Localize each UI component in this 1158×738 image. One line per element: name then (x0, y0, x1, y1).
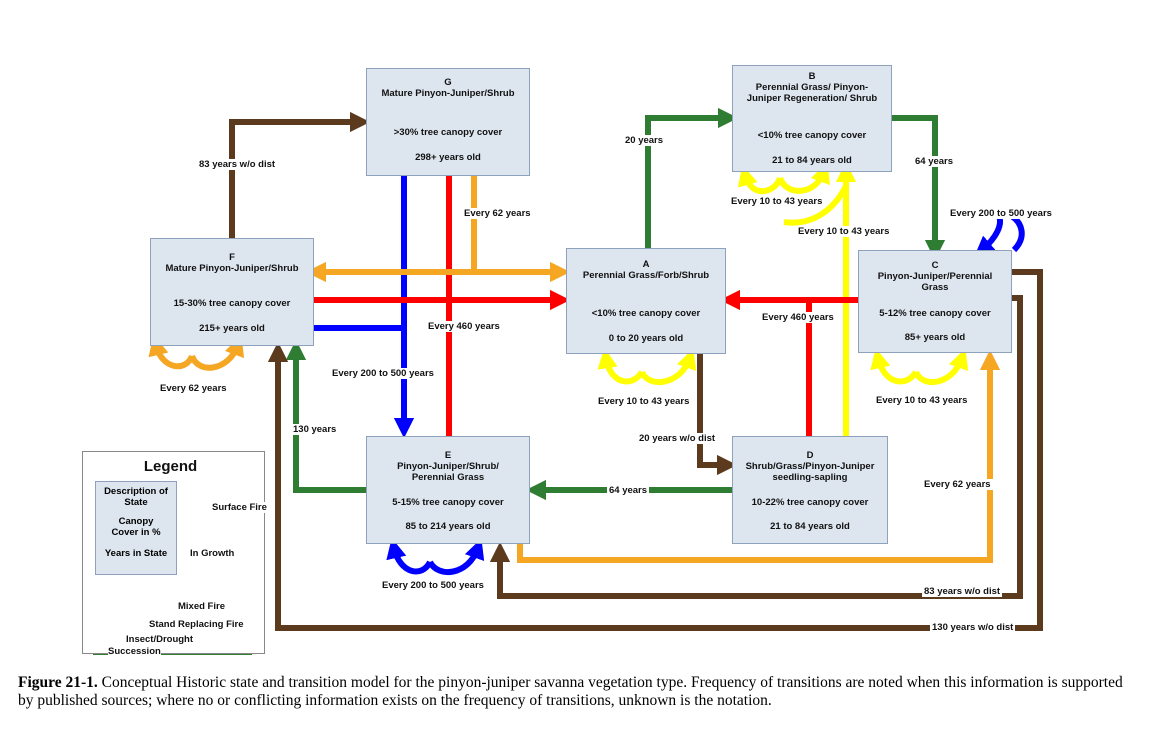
label-g-insect: Every 200 to 500 years (330, 368, 436, 379)
label-g-mixed: Every 62 years (462, 208, 533, 219)
loop-b-surface-2 (783, 184, 849, 226)
caption-text: Conceptual Historic state and transition… (18, 674, 1123, 709)
arrow-e-to-c-mixed (517, 349, 1001, 563)
loop-f-mixed (156, 345, 238, 371)
state-c-box: C Pinyon-Juniper/Perennial Grass 5-12% t… (858, 250, 1012, 353)
state-e-name: Pinyon-Juniper/Shrub/ Perennial Grass (397, 461, 499, 483)
state-f-box: F Mature Pinyon-Juniper/Shrub 15-30% tre… (150, 238, 314, 346)
state-b-canopy: <10% tree canopy cover (757, 130, 867, 141)
state-d-name: Shrub/Grass/Pinyon-Juniper seedling-sapl… (745, 461, 875, 483)
label-c-surface: Every 10 to 43 years (874, 395, 970, 406)
label-d-to-b-surface: Every 10 to 43 years (796, 226, 892, 237)
label-b-to-c: 64 years (913, 156, 956, 167)
arrow-c-to-e (489, 295, 1023, 599)
legend-surface-fire: Surface Fire (212, 502, 267, 513)
state-e-letter: E (444, 450, 452, 461)
state-a-years: 0 to 20 years old (608, 333, 684, 344)
legend-sample-box: Description of State Canopy Cover in % Y… (95, 481, 177, 575)
state-d-years: 21 to 84 years old (770, 521, 850, 532)
state-d-box: D Shrub/Grass/Pinyon-Juniper seedling-sa… (732, 436, 888, 544)
label-c-to-f: 130 years w/o dist (930, 622, 1016, 633)
state-d-letter: D (806, 450, 814, 461)
label-b-surface: Every 10 to 43 years (729, 196, 825, 207)
state-f-name: Mature Pinyon-Juniper/Shrub (165, 263, 299, 274)
label-c-to-e: 83 years w/o dist (922, 586, 1003, 597)
state-b-years: 21 to 84 years old (772, 155, 852, 166)
state-c-canopy: 5-12% tree canopy cover (879, 308, 991, 319)
arrow-f-to-g (229, 111, 371, 238)
label-a-to-b: 20 years (623, 135, 666, 146)
state-g-box: G Mature Pinyon-Juniper/Shrub >30% tree … (366, 68, 530, 176)
state-a-canopy: <10% tree canopy cover (591, 308, 701, 319)
legend-box-line3: Years in State (104, 548, 168, 559)
arrow-a-to-d (697, 353, 738, 476)
legend-succession: Succession (108, 646, 161, 657)
state-e-canopy: 5-15% tree canopy cover (392, 497, 504, 508)
arrow-b-to-c (892, 115, 946, 261)
state-g-letter: G (444, 77, 452, 88)
state-b-box: B Perennial Grass/ Pinyon-Juniper Regene… (732, 65, 892, 172)
state-c-years: 85+ years old (904, 332, 966, 343)
arrow-c-to-f (267, 269, 1043, 631)
state-c-letter: C (931, 260, 939, 271)
label-f-mixed-loop: Every 62 years (158, 383, 229, 394)
state-e-box: E Pinyon-Juniper/Shrub/ Perennial Grass … (366, 436, 530, 544)
state-f-canopy: 15-30% tree canopy cover (173, 298, 291, 309)
loop-c-insect (982, 211, 1025, 250)
state-f-letter: F (229, 252, 235, 263)
arrow-a-to-b (645, 107, 739, 248)
arrow-e-to-f (285, 339, 368, 493)
loop-b-surface (745, 172, 824, 195)
label-d-to-a-stand: Every 460 years (760, 312, 836, 323)
legend-mixed-fire: Mixed Fire (178, 601, 225, 612)
state-b-name: Perennial Grass/ Pinyon-Juniper Regenera… (746, 82, 878, 104)
state-g-years: 298+ years old (415, 152, 481, 163)
label-c-insect: Every 200 to 500 years (948, 208, 1054, 219)
legend-stand-replacing-fire: Stand Replacing Fire (149, 619, 244, 630)
state-a-letter: A (642, 259, 650, 270)
state-a-name: Perennial Grass/Forb/Shrub (582, 270, 710, 281)
label-f-to-g: 83 years w/o dist (197, 159, 278, 170)
label-e-insect: Every 200 to 500 years (380, 580, 486, 591)
state-c-name: Pinyon-Juniper/Perennial Grass (877, 271, 993, 293)
label-e-to-c-mixed: Every 62 years (922, 479, 993, 490)
state-d-canopy: 10-22% tree canopy cover (751, 497, 869, 508)
label-d-to-e: 64 years (607, 485, 650, 496)
loop-e-insect (394, 548, 478, 575)
state-g-canopy: >30% tree canopy cover (393, 127, 503, 138)
legend-box-line2: Canopy Cover in % (111, 516, 161, 538)
legend-title: Legend (143, 458, 198, 475)
caption-label: Figure 21-1. (18, 674, 98, 691)
legend-insect-drought: Insect/Drought (126, 634, 194, 645)
label-a-to-d: 20 years w/o dist (637, 433, 718, 444)
legend-box-line1: Description of State (104, 486, 168, 508)
loop-c-surface (878, 358, 962, 385)
state-a-box: A Perennial Grass/Forb/Shrub <10% tree c… (566, 248, 726, 354)
figure-caption: Figure 21-1. Conceptual Historic state a… (18, 674, 1138, 710)
state-g-name: Mature Pinyon-Juniper/Shrub (381, 88, 515, 99)
loop-a-surface (606, 358, 690, 385)
state-e-years: 85 to 214 years old (405, 521, 491, 532)
label-e-to-f: 130 years (291, 424, 339, 435)
label-g-stand: Every 460 years (426, 321, 502, 332)
state-f-years: 215+ years old (199, 323, 265, 334)
legend-in-growth: In Growth (190, 548, 235, 559)
state-b-letter: B (808, 71, 816, 82)
label-a-surface: Every 10 to 43 years (596, 396, 692, 407)
